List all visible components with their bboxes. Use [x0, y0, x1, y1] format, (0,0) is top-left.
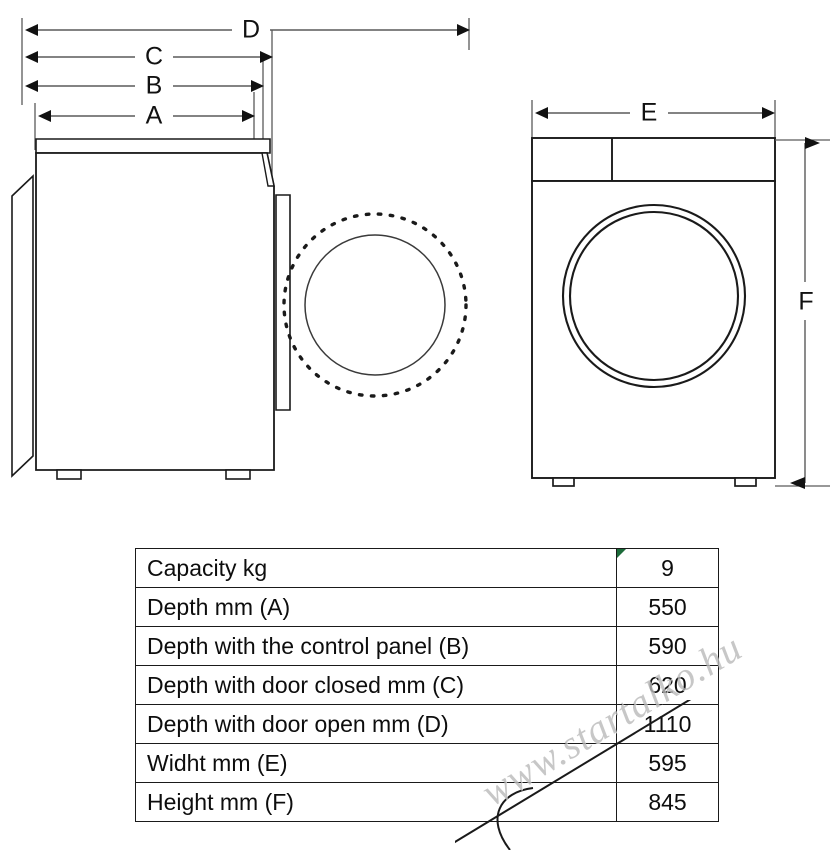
spec-value: 595	[616, 743, 719, 783]
side-view-cabinet	[35, 152, 275, 471]
side-view-top-lid	[35, 138, 271, 154]
spec-value: 845	[616, 782, 719, 822]
dimension-label-a: A	[146, 102, 163, 130]
table-row: Height mm (F) 845	[135, 782, 719, 822]
spec-label: Depth mm (A)	[135, 587, 617, 627]
front-view-foot-left	[552, 477, 575, 487]
front-view-cabinet	[531, 180, 776, 479]
front-view-control-panel	[531, 137, 776, 182]
dimension-label-c: C	[145, 43, 163, 71]
side-view-foot-front	[225, 469, 251, 480]
front-view-door-inner-ring	[568, 210, 740, 382]
specification-table: Capacity kg 9 Depth mm (A) 550 Depth wit…	[135, 548, 719, 822]
dimension-label-f: F	[798, 288, 813, 316]
side-view-control-panel-face	[261, 152, 275, 187]
front-view-foot-right	[734, 477, 757, 487]
spec-value: 550	[616, 587, 719, 627]
table-row: Capacity kg 9	[135, 548, 719, 588]
table-row: Widht mm (E) 595	[135, 743, 719, 783]
spec-value: 620	[616, 665, 719, 705]
spec-value: 1110	[616, 704, 719, 744]
side-view	[11, 138, 468, 480]
dimension-label-b: B	[146, 72, 163, 100]
table-row: Depth with door open mm (D) 1110	[135, 704, 719, 744]
dimension-label-e: E	[641, 99, 658, 127]
spec-label: Depth with door closed mm (C)	[135, 665, 617, 705]
spec-label: Capacity kg	[135, 548, 617, 588]
specification-table-body: Capacity kg 9 Depth mm (A) 550 Depth wit…	[135, 548, 719, 822]
door-open-circle	[304, 234, 446, 376]
dimension-group-depths: D C B A	[21, 16, 470, 250]
spec-value: 590	[616, 626, 719, 666]
door-swing-radius-circle	[282, 212, 468, 398]
front-view-door-outer-ring	[561, 203, 747, 389]
spec-label: Depth with the control panel (B)	[135, 626, 617, 666]
dimension-label-d: D	[242, 16, 260, 44]
spec-label: Depth with door open mm (D)	[135, 704, 617, 744]
front-view: E F	[531, 99, 830, 489]
side-view-back-panel	[11, 174, 34, 478]
spec-label: Widht mm (E)	[135, 743, 617, 783]
side-view-foot-rear	[56, 469, 82, 480]
table-row: Depth with door closed mm (C) 620	[135, 665, 719, 705]
spec-value: 9	[616, 548, 719, 588]
table-row: Depth mm (A) 550	[135, 587, 719, 627]
spec-label: Height mm (F)	[135, 782, 617, 822]
table-row: Depth with the control panel (B) 590	[135, 626, 719, 666]
